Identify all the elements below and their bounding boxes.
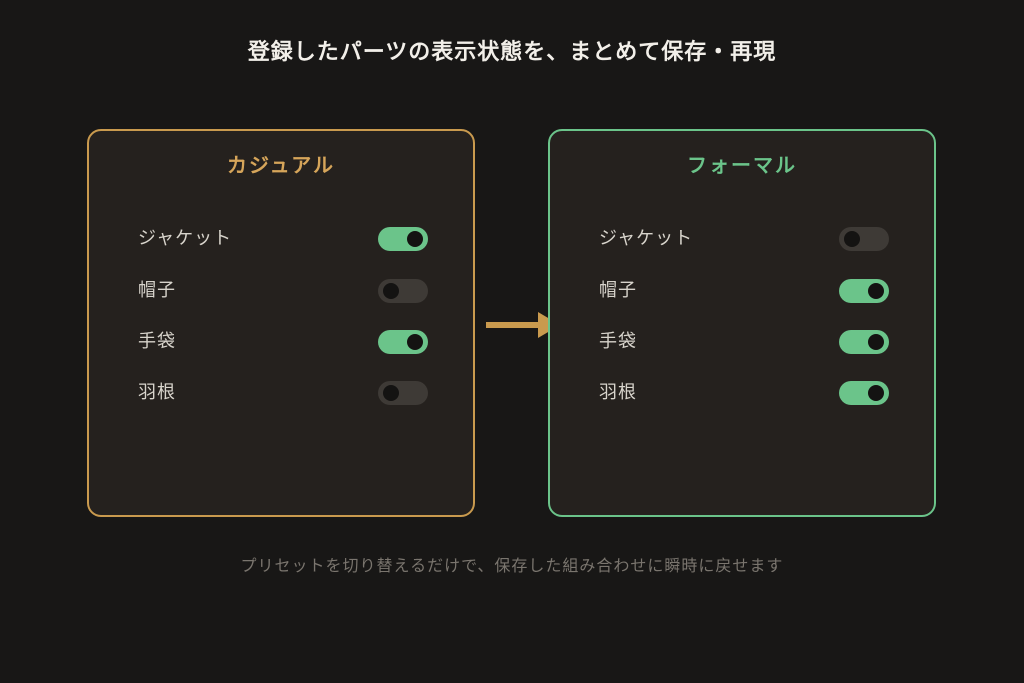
- visibility-toggle[interactable]: [839, 279, 889, 303]
- part-label: 羽根: [599, 382, 637, 403]
- part-label: 手袋: [138, 331, 176, 352]
- part-row-feather: 羽根: [599, 381, 889, 405]
- toggle-knob: [407, 231, 423, 247]
- visibility-toggle[interactable]: [839, 381, 889, 405]
- visibility-toggle[interactable]: [378, 227, 428, 251]
- part-label: ジャケット: [138, 228, 233, 249]
- visibility-toggle[interactable]: [378, 381, 428, 405]
- part-row-hat: 帽子: [138, 279, 428, 303]
- toggle-knob: [383, 385, 399, 401]
- part-label: 帽子: [599, 280, 637, 301]
- visibility-toggle[interactable]: [839, 330, 889, 354]
- part-label: 羽根: [138, 382, 176, 403]
- part-row-jacket: ジャケット: [138, 227, 428, 251]
- toggle-knob: [868, 385, 884, 401]
- preset-title: フォーマル: [687, 153, 797, 177]
- part-row-feather: 羽根: [138, 381, 428, 405]
- part-label: ジャケット: [599, 228, 694, 249]
- part-label: 手袋: [599, 331, 637, 352]
- part-row-hat: 帽子: [599, 279, 889, 303]
- toggle-knob: [407, 334, 423, 350]
- preset-panel-formal[interactable]: フォーマル ジャケット 帽子 手袋 羽根: [548, 129, 936, 517]
- part-row-gloves: 手袋: [599, 330, 889, 354]
- toggle-knob: [383, 283, 399, 299]
- part-label: 帽子: [138, 280, 176, 301]
- part-row-gloves: 手袋: [138, 330, 428, 354]
- part-row-jacket: ジャケット: [599, 227, 889, 251]
- visibility-toggle[interactable]: [378, 330, 428, 354]
- page-title: 登録したパーツの表示状態を、まとめて保存・再現: [247, 40, 777, 65]
- preset-panel-casual[interactable]: カジュアル ジャケット 帽子 手袋 羽根: [87, 129, 475, 517]
- preset-title: カジュアル: [227, 153, 335, 177]
- caption: プリセットを切り替えるだけで、保存した組み合わせに瞬時に戻せます: [240, 556, 784, 575]
- toggle-knob: [868, 283, 884, 299]
- toggle-knob: [844, 231, 860, 247]
- toggle-knob: [868, 334, 884, 350]
- visibility-toggle[interactable]: [839, 227, 889, 251]
- visibility-toggle[interactable]: [378, 279, 428, 303]
